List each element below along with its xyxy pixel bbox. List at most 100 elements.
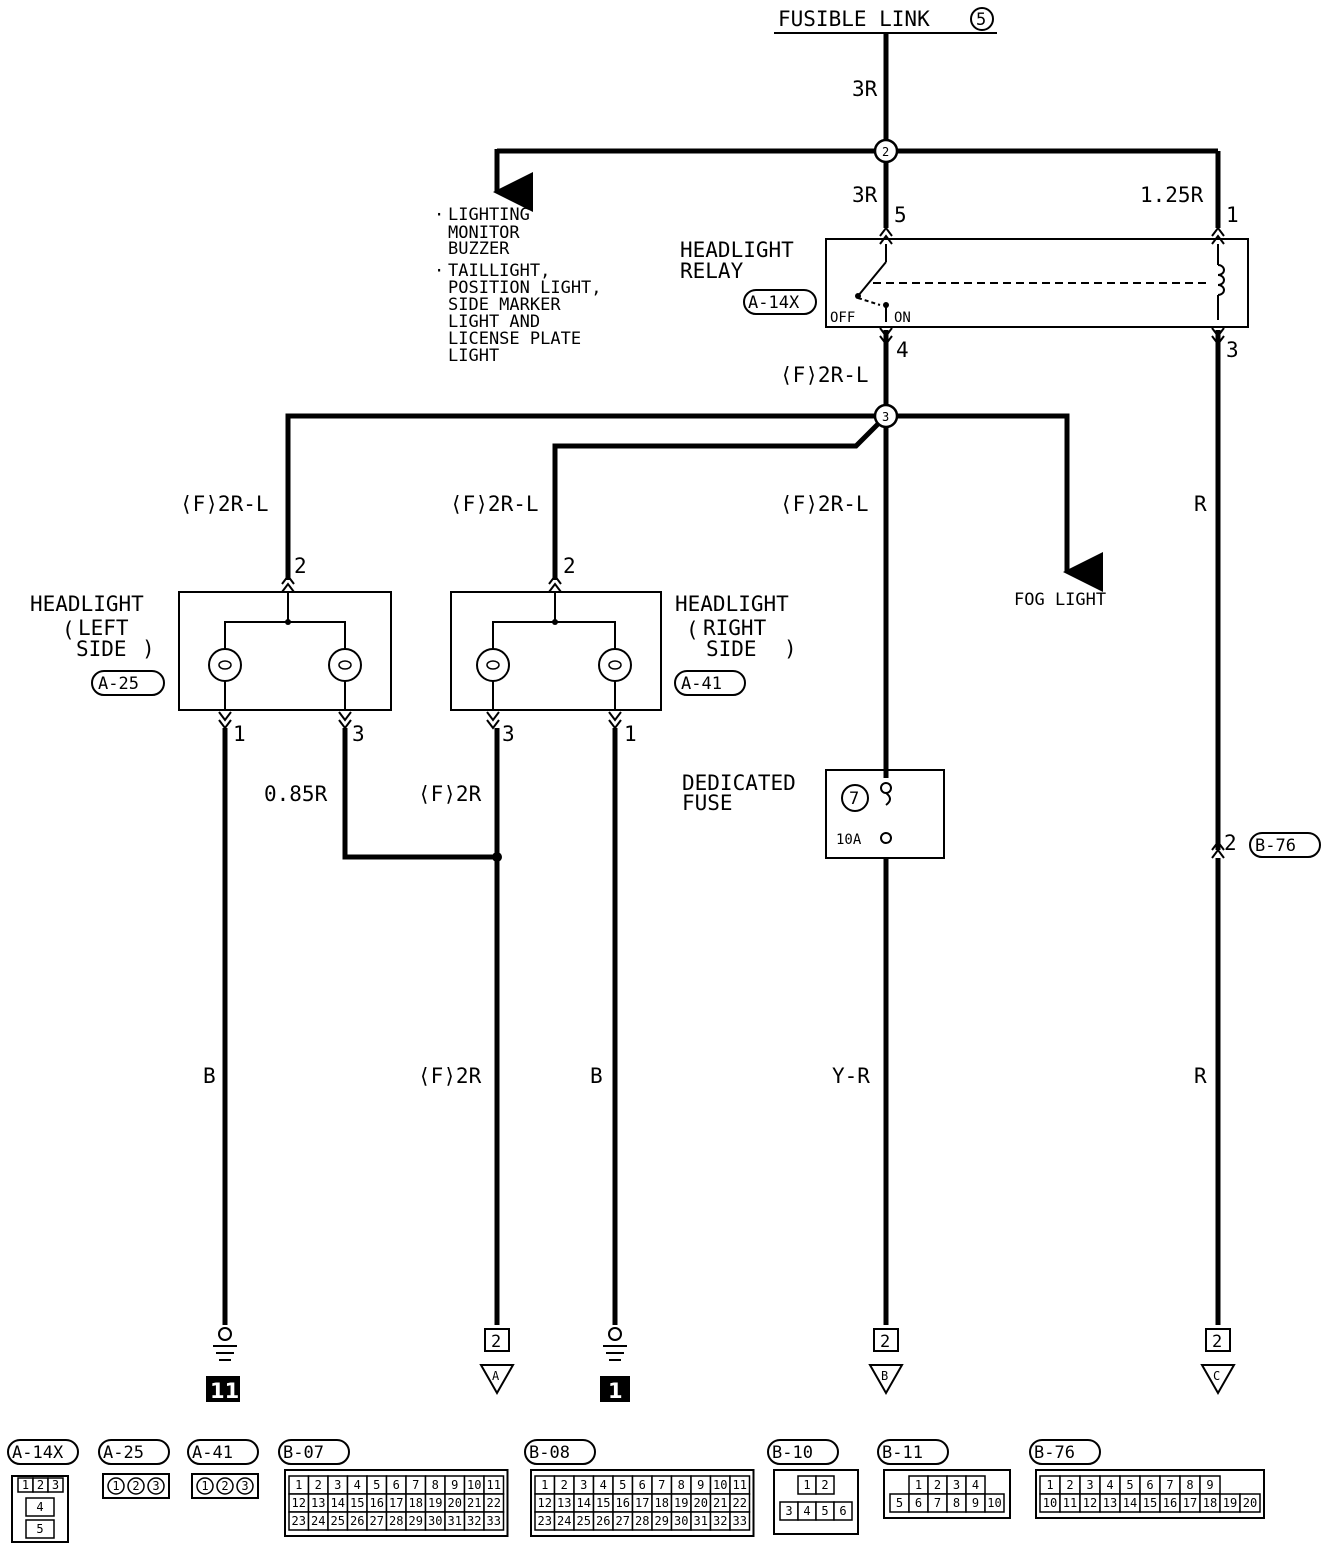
connector-pin: 22 — [487, 1496, 501, 1510]
terminal-c: 2 C — [1200, 1328, 1236, 1396]
connector-view-badge — [187, 1439, 259, 1465]
relay-connector-id: A-14X — [748, 293, 800, 313]
wire-label-coil-out-lower: R — [1194, 1064, 1207, 1088]
inline-connector-pin: 2 — [1224, 831, 1237, 855]
branch-list: ·LIGHTING MONITOR BUZZER ·TAILLIGHT, POS… — [434, 205, 602, 366]
connector-pin: 16 — [370, 1496, 384, 1510]
wire-label-relay-out: ⟨F⟩2R-L — [780, 363, 869, 387]
junction-mid-number: 3 — [882, 410, 889, 424]
fuse-number-circle — [841, 784, 869, 812]
svg-text:): ) — [142, 637, 155, 661]
svg-text:): ) — [784, 637, 797, 661]
left-headlight-side2: SIDE — [76, 637, 127, 661]
connector-pin: 7 — [658, 1478, 665, 1492]
connector-pin: 2 — [315, 1478, 322, 1492]
wire-label-right-ground: B — [590, 1064, 603, 1088]
connector-pin: 17 — [1183, 1496, 1197, 1510]
terminal-a-pin: 2 — [491, 1332, 501, 1352]
connector-pin: 15 — [596, 1496, 610, 1510]
wire-label-left-ground: B — [203, 1064, 216, 1088]
connector-pin: 5 — [373, 1478, 380, 1492]
connector-pin: 5 — [896, 1496, 903, 1510]
relay-pin-3: 3 — [1226, 338, 1239, 362]
connector-pin: 4 — [803, 1504, 810, 1518]
fuse-number: 7 — [849, 789, 859, 809]
connector-pin: 13 — [311, 1496, 325, 1510]
connector-view-id: B-07 — [283, 1443, 324, 1463]
connector-pin: 26 — [596, 1514, 610, 1528]
relay-pin-4: 4 — [896, 338, 909, 362]
connector-pin: 16 — [1163, 1496, 1177, 1510]
left-pin-1: 1 — [233, 722, 246, 746]
connector-view-id: A-14X — [12, 1443, 64, 1463]
wire-label-left-low: 0.85R — [264, 782, 328, 806]
connector-pin: 28 — [635, 1514, 649, 1528]
relay-pin-5: 5 — [894, 203, 907, 227]
connector-pin: 9 — [451, 1478, 458, 1492]
connector-pin: 28 — [389, 1514, 403, 1528]
connector-pin: 20 — [694, 1496, 708, 1510]
right-headlight-side2: SIDE — [706, 637, 757, 661]
branch-line: POSITION LIGHT, — [448, 278, 602, 298]
connector-pin: 6 — [393, 1478, 400, 1492]
connector-pin: 23 — [292, 1514, 306, 1528]
connector-pin: 1 — [541, 1478, 548, 1492]
connector-pin: 1 — [112, 1479, 119, 1493]
connector-pin: 25 — [331, 1514, 345, 1528]
connector-pin: 3 — [580, 1478, 587, 1492]
connector-pin: 6 — [1146, 1478, 1153, 1492]
right-pin-2: 2 — [563, 554, 576, 578]
ground-left-number: 11 — [210, 1379, 239, 1403]
connector-view-badge — [278, 1439, 350, 1465]
connector-pin: 7 — [1166, 1478, 1173, 1492]
connector-view-badge — [524, 1439, 596, 1465]
connector-pin: 22 — [733, 1496, 747, 1510]
connector-pin: 12 — [292, 1496, 306, 1510]
connector-view-badge — [7, 1439, 79, 1465]
connector-pin: 32 — [713, 1514, 727, 1528]
connector-pin: 3 — [785, 1504, 792, 1518]
branch-line: LIGHT AND — [448, 312, 540, 332]
junction-top-number: 2 — [882, 145, 889, 159]
bulb-icon — [208, 648, 242, 682]
connector-pin: 18 — [655, 1496, 669, 1510]
relay-on-label: ON — [894, 310, 911, 326]
connector-pin: 9 — [697, 1478, 704, 1492]
svg-text:·: · — [434, 205, 444, 225]
connector-pin: 4 — [600, 1478, 607, 1492]
headlight-relay: HEADLIGHT RELAY A-14X OFF ON — [680, 238, 1249, 328]
connector-pin: 10 — [467, 1478, 481, 1492]
connector-pin: 26 — [350, 1514, 364, 1528]
inline-connector-badge — [1249, 832, 1321, 858]
terminal-a-letter: A — [492, 1369, 500, 1383]
connector-view-badge — [1029, 1439, 1101, 1465]
connector-pin: 17 — [635, 1496, 649, 1510]
connector-pin: 13 — [557, 1496, 571, 1510]
connector-pin: 1 — [915, 1478, 922, 1492]
connector-pin: 5 — [821, 1504, 828, 1518]
left-headlight-side: LEFT — [78, 616, 129, 640]
headlight-left: 2 HEADLIGHT ( LEFT SIDE ) A-25 1 3 — [30, 554, 392, 746]
fuse-rating: 10A — [836, 832, 862, 848]
bulb-icon — [598, 648, 632, 682]
connector-pin: 32 — [467, 1514, 481, 1528]
svg-text:·: · — [434, 261, 444, 281]
wire-label-right-low-lower: ⟨F⟩2R — [418, 1064, 482, 1088]
connector-pin: 15 — [1143, 1496, 1157, 1510]
connector-pin: 31 — [694, 1514, 708, 1528]
connector-pin: 1 — [1046, 1478, 1053, 1492]
connector-pin: 20 — [1243, 1496, 1257, 1510]
connector-pin: 9 — [972, 1496, 979, 1510]
bulb-icon — [476, 648, 510, 682]
headlight-right: 2 HEADLIGHT ( RIGHT SIDE ) A-41 3 1 — [450, 554, 797, 746]
relay-off-label: OFF — [830, 310, 855, 326]
connector-pin: 14 — [331, 1496, 345, 1510]
fusible-link-text: FUSIBLE LINK — [778, 7, 930, 31]
connector-pin: 5 — [36, 1522, 43, 1536]
fuse-title-line2: FUSE — [682, 791, 733, 815]
connector-pin: 6 — [915, 1496, 922, 1510]
